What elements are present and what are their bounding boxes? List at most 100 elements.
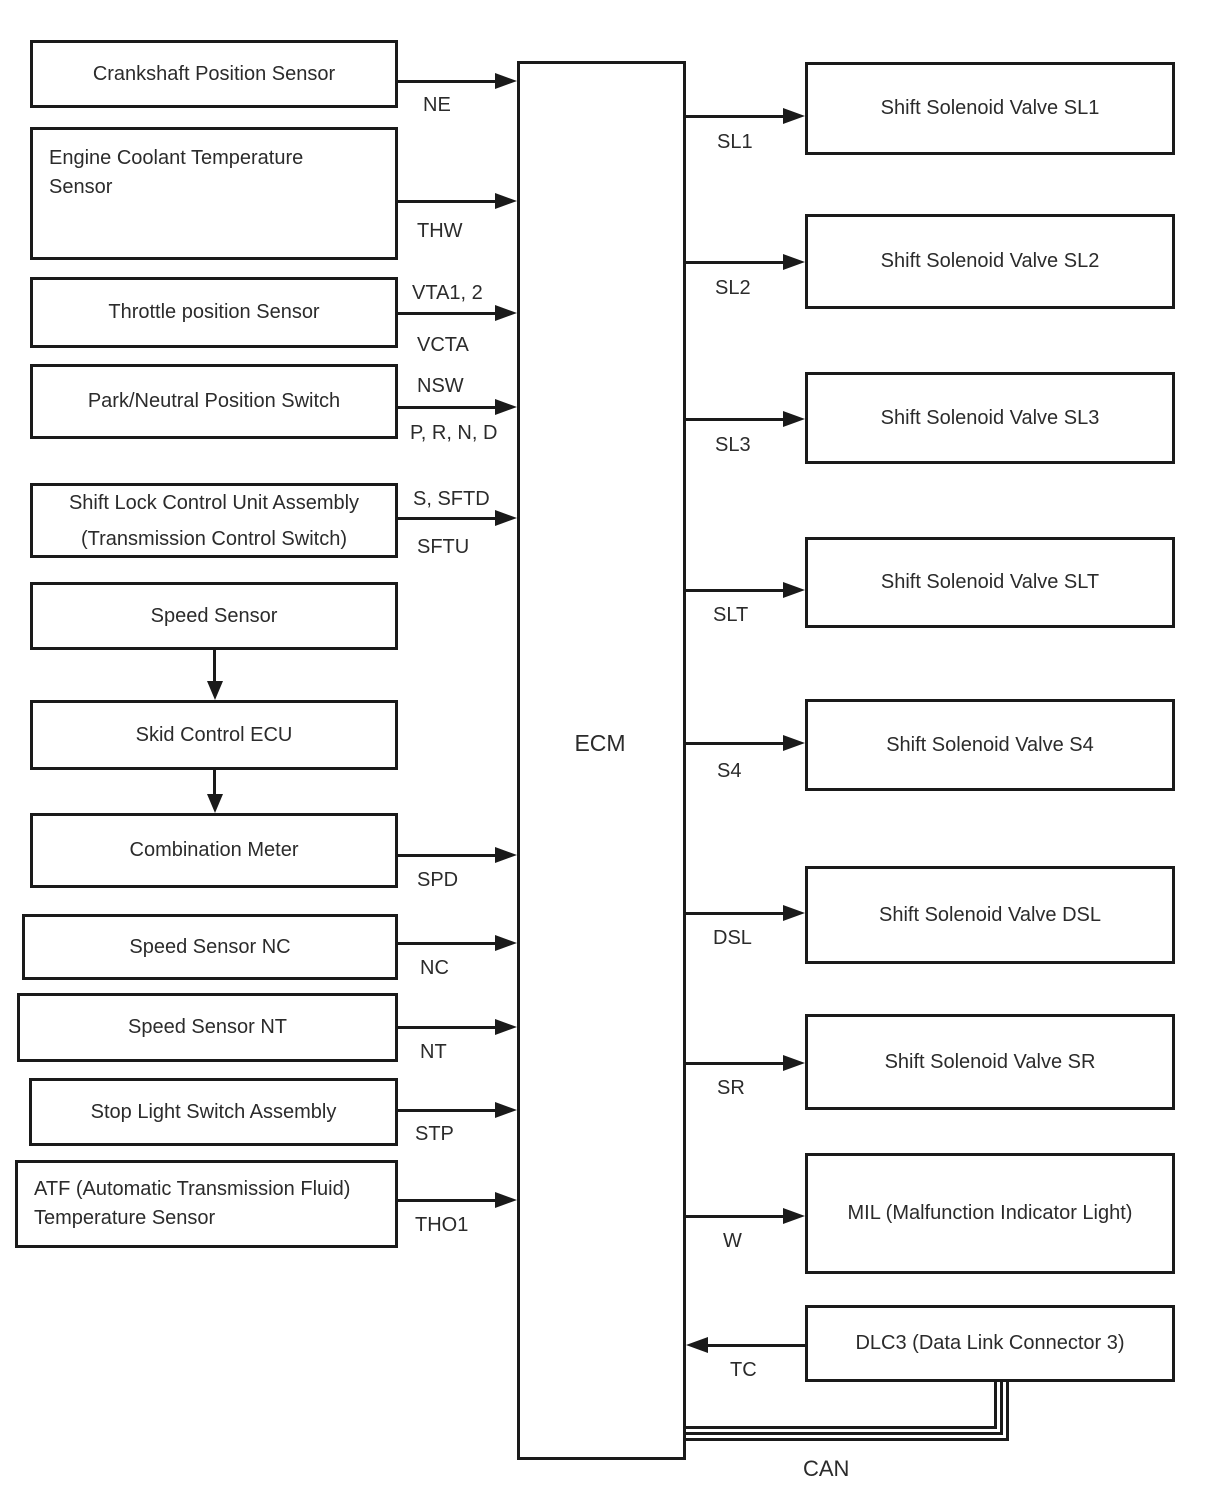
node-combination-meter: Combination Meter — [30, 813, 398, 888]
signal-nc: NC — [420, 957, 449, 979]
arrowhead-spd-icon — [495, 847, 517, 863]
arrow-sr — [686, 1062, 785, 1065]
signal-sl1: SL1 — [717, 131, 753, 153]
node-label: Shift Solenoid Valve SL3 — [880, 406, 1100, 429]
arrow-dsl — [686, 912, 785, 915]
arrow-vta-vcta — [398, 312, 497, 315]
signal-tc: TC — [730, 1359, 757, 1381]
node-dlc3-data-link-connector: DLC3 (Data Link Connector 3) — [805, 1305, 1175, 1382]
signal-sr: SR — [717, 1077, 745, 1099]
signal-s4: S4 — [717, 760, 742, 782]
signal-stp: STP — [415, 1123, 454, 1145]
arrowhead-nt-icon — [495, 1019, 517, 1035]
arrow-ne — [398, 80, 497, 83]
node-shift-solenoid-valve-sr: Shift Solenoid Valve SR — [805, 1014, 1175, 1110]
node-label: Park/Neutral Position Switch — [87, 390, 341, 412]
signal-dsl: DSL — [713, 927, 752, 949]
node-label: Crankshaft Position Sensor — [92, 62, 336, 85]
arrow-thw — [398, 200, 497, 203]
arrow-tc — [708, 1344, 805, 1347]
arrow-s4 — [686, 742, 785, 745]
arrowhead-tho1-icon — [495, 1192, 517, 1208]
arrowhead-vta-icon — [495, 305, 517, 321]
signal-sl2: SL2 — [715, 277, 751, 299]
node-label: Skid Control ECU — [135, 723, 293, 746]
node-label: Shift Solenoid Valve SLT — [880, 571, 1100, 593]
signal-vcta: VCTA — [417, 334, 469, 356]
node-label: Speed Sensor NT — [128, 1016, 287, 1038]
arrowhead-sl3-icon — [783, 411, 805, 427]
node-shift-lock-control-unit-assembly: Shift Lock Control Unit Assembly (Transm… — [30, 483, 398, 558]
node-shift-solenoid-valve-sl3: Shift Solenoid Valve SL3 — [805, 372, 1175, 464]
arrowhead-thw-icon — [495, 193, 517, 209]
signal-tho1: THO1 — [415, 1214, 469, 1236]
node-label: Shift Solenoid Valve SR — [884, 1050, 1096, 1073]
arrow-sftd-sftu — [398, 517, 497, 520]
node-park-neutral-position-switch: Park/Neutral Position Switch — [30, 364, 398, 439]
node-shift-solenoid-valve-sl2: Shift Solenoid Valve SL2 — [805, 214, 1175, 309]
ecm-block-label: ECM — [574, 730, 626, 756]
arrowhead-tc-icon — [686, 1337, 708, 1353]
arrow-stp — [398, 1109, 497, 1112]
can-bus-line-inner — [684, 1382, 997, 1429]
node-label: Throttle position Sensor — [108, 301, 320, 323]
node-label: Shift Solenoid Valve SL1 — [880, 97, 1100, 119]
node-label: Shift Solenoid Valve DSL — [879, 903, 1101, 926]
node-shift-solenoid-valve-dsl: Shift Solenoid Valve DSL — [805, 866, 1175, 964]
arrow-tho1 — [398, 1199, 497, 1202]
arrowhead-w-icon — [783, 1208, 805, 1224]
signal-slt: SLT — [713, 604, 749, 626]
node-label: DLC3 (Data Link Connector 3) — [855, 1332, 1125, 1354]
signal-w: W — [723, 1230, 742, 1252]
arrowhead-s4-icon — [783, 735, 805, 751]
signal-nt: NT — [420, 1041, 447, 1063]
arrow-spd — [398, 854, 497, 857]
node-label: Stop Light Switch Assembly — [90, 1100, 337, 1123]
arrow-nc — [398, 942, 497, 945]
node-engine-coolant-temperature-sensor: Engine Coolant Temperature Sensor — [30, 127, 398, 260]
arrow-slt — [686, 589, 785, 592]
arrowhead-sl1-icon — [783, 108, 805, 124]
can-bus-line-middle — [684, 1382, 1003, 1435]
node-label: Speed Sensor — [150, 604, 278, 627]
node-mil-malfunction-indicator-light: MIL (Malfunction Indicator Light) — [805, 1153, 1175, 1274]
node-atf-temperature-sensor: ATF (Automatic Transmission Fluid) Tempe… — [15, 1160, 398, 1248]
arrow-w — [686, 1215, 785, 1218]
node-shift-solenoid-valve-sl1: Shift Solenoid Valve SL1 — [805, 62, 1175, 155]
signal-nsw: NSW — [417, 375, 464, 397]
arrowhead-dsl-icon — [783, 905, 805, 921]
node-stop-light-switch-assembly: Stop Light Switch Assembly — [29, 1078, 398, 1146]
node-label: Engine Coolant Temperature Sensor — [49, 147, 304, 198]
node-speed-sensor-nt: Speed Sensor NT — [17, 993, 398, 1062]
signal-s-sftd: S, SFTD — [413, 488, 490, 510]
arrowhead-nc-icon — [495, 935, 517, 951]
node-crankshaft-position-sensor: Crankshaft Position Sensor — [30, 40, 398, 108]
arrowhead-stp-icon — [495, 1102, 517, 1118]
arrow-sl1 — [686, 115, 785, 118]
arrowhead-skid-to-meter-icon — [207, 794, 223, 813]
arrowhead-sftd-icon — [495, 510, 517, 526]
can-bus-line-outer — [684, 1382, 1009, 1441]
node-shift-solenoid-valve-s4: Shift Solenoid Valve S4 — [805, 699, 1175, 791]
signal-thw: THW — [417, 220, 463, 242]
node-label: Speed Sensor NC — [129, 935, 291, 958]
arrow-speed-to-skid — [213, 650, 216, 682]
arrowhead-speed-to-skid-icon — [207, 681, 223, 700]
arrowhead-nsw-icon — [495, 399, 517, 415]
ecm-block — [517, 61, 686, 1460]
node-throttle-position-sensor: Throttle position Sensor — [30, 277, 398, 348]
arrow-nsw — [398, 406, 497, 409]
node-skid-control-ecu: Skid Control ECU — [30, 700, 398, 770]
arrow-skid-to-meter — [213, 770, 216, 795]
node-label: Shift Lock Control Unit Assembly — [68, 491, 360, 514]
arrow-sl3 — [686, 418, 785, 421]
node-shift-solenoid-valve-slt: Shift Solenoid Valve SLT — [805, 537, 1175, 628]
signal-ne: NE — [423, 94, 451, 116]
node-speed-sensor-nc: Speed Sensor NC — [22, 914, 398, 980]
arrowhead-slt-icon — [783, 582, 805, 598]
node-label-line2: (Transmission Control Switch) — [81, 527, 347, 550]
signal-sl3: SL3 — [715, 434, 751, 456]
node-label: MIL (Malfunction Indicator Light) — [847, 1202, 1133, 1224]
node-label: Combination Meter — [129, 839, 299, 861]
